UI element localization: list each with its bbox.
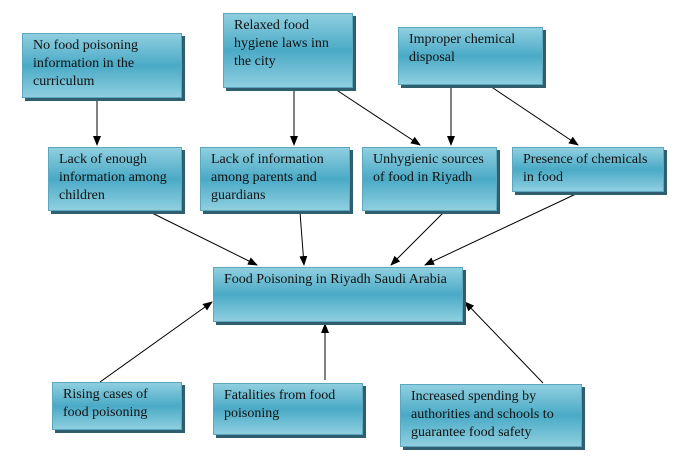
- arrow-n4-center: [149, 211, 258, 266]
- arrow-n5-center: [299, 211, 308, 266]
- node-improper-disposal: Improper chemical disposal: [398, 27, 543, 85]
- node-fatalities: Fatalities from food poisoning: [213, 383, 363, 435]
- arrow-n3-n7: [489, 85, 579, 146]
- node-rising-cases: Rising cases of food poisoning: [52, 382, 182, 430]
- node-food-poisoning-center: Food Poisoning in Riyadh Saudi Arabia: [213, 267, 463, 322]
- node-increased-spending: Increased spending by authorities and sc…: [400, 384, 582, 447]
- node-chemicals-in-food: Presence of chemicals in food: [512, 147, 664, 192]
- node-relaxed-laws: Relaxed food hygiene laws inn the city: [223, 13, 353, 88]
- node-lack-info-parents: Lack of information among parents and gu…: [200, 147, 350, 211]
- arrow-n6-center: [390, 211, 445, 266]
- arrow-e3-center: [464, 301, 544, 384]
- node-unhygienic-sources: Unhygienic sources of food in Riyadh: [362, 147, 497, 211]
- arrow-n7-center: [424, 192, 579, 266]
- arrow-n2-n6: [334, 88, 421, 146]
- node-no-food-poisoning-info: No food poisoning information in the cur…: [22, 33, 182, 98]
- arrow-e1-center: [99, 301, 213, 383]
- node-lack-info-children: Lack of enough information among childre…: [48, 147, 182, 211]
